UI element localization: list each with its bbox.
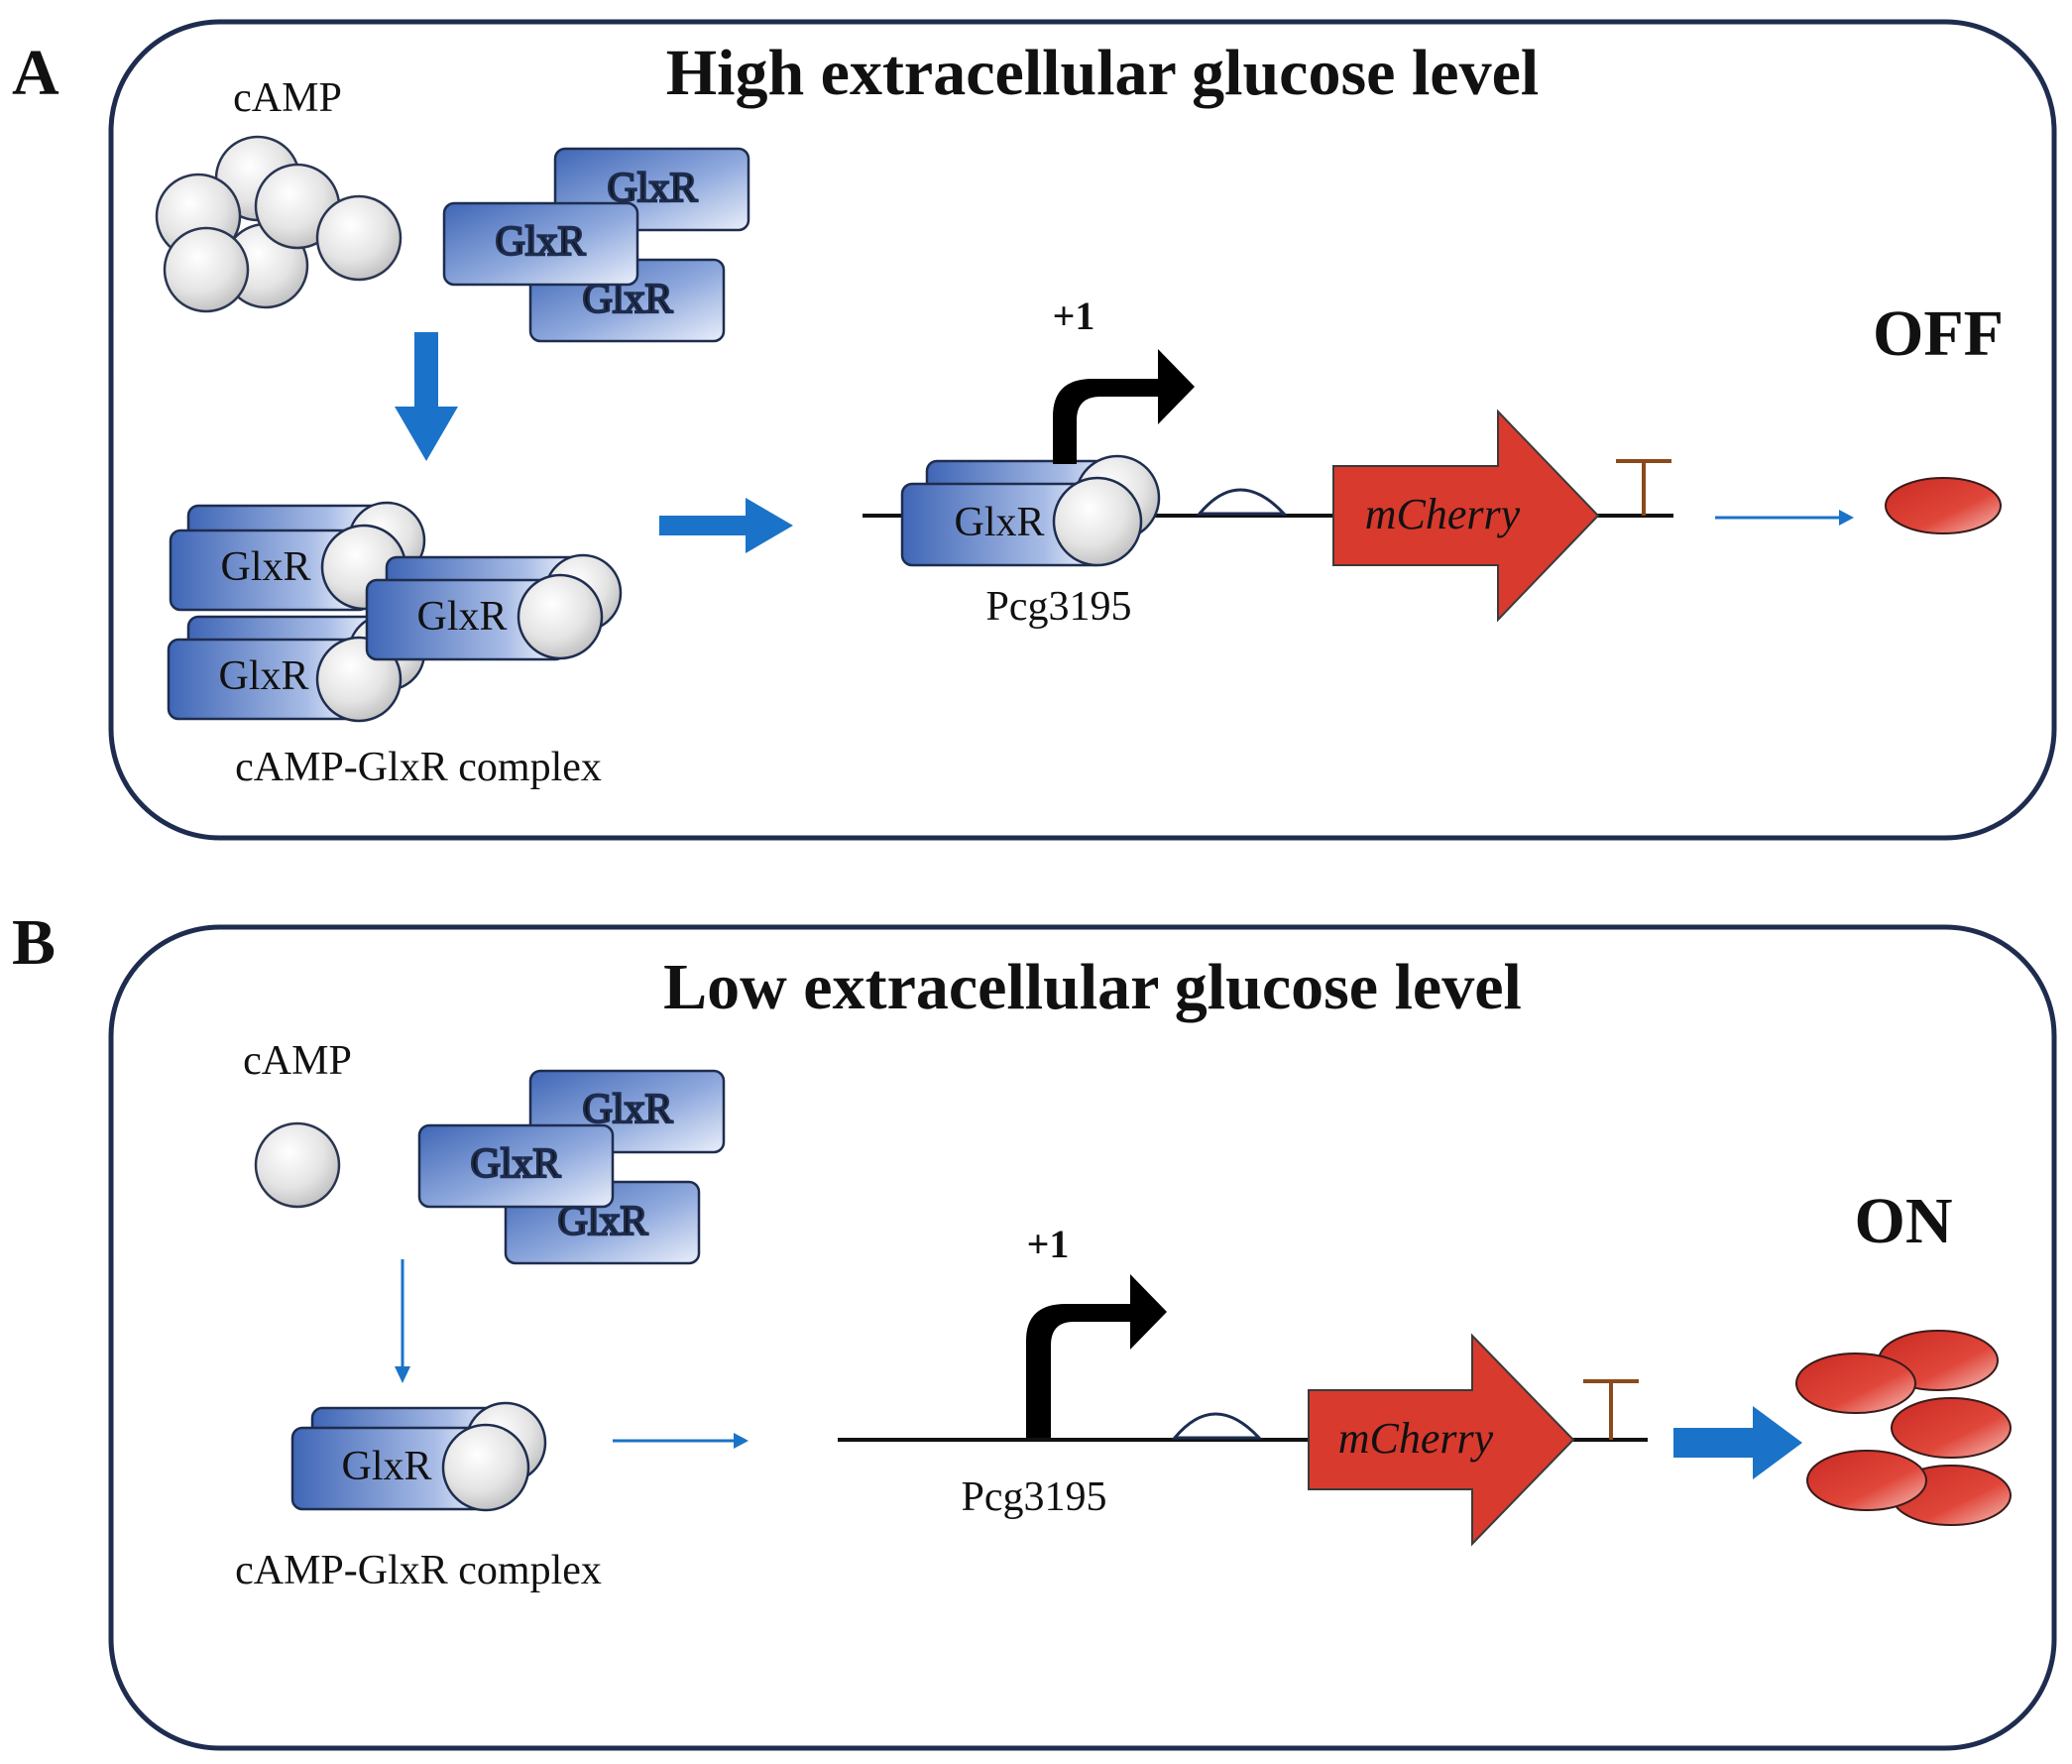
right-arrow-head xyxy=(734,1433,748,1449)
terminator-icon xyxy=(1616,459,1671,516)
camp-molecule xyxy=(254,1121,341,1209)
bound-glxr-label: GlxR xyxy=(954,500,1044,545)
panel-a-letter: A xyxy=(12,37,59,109)
rbs-icon xyxy=(1171,1412,1263,1440)
bound-complex: GlxR xyxy=(900,454,1161,567)
mcherry-protein xyxy=(1806,1450,1927,1511)
output-arrow xyxy=(1673,1406,1802,1479)
mcherry-protein xyxy=(1891,1397,2012,1459)
complex-label: GlxR xyxy=(341,1444,431,1489)
tss-arrow xyxy=(1026,1274,1167,1438)
camp-label: cAMP xyxy=(243,1038,352,1084)
complex-group: GlxR xyxy=(290,1401,547,1512)
glxr-protein xyxy=(417,1123,615,1209)
glxr-protein xyxy=(442,201,639,287)
camp-molecule xyxy=(517,573,604,660)
camp-label: cAMP xyxy=(233,75,342,121)
glxr-stack: GlxR GlxR GlxR xyxy=(417,1069,726,1265)
camp-molecule xyxy=(163,226,250,313)
state-label: OFF xyxy=(1873,297,2004,370)
tss-label: +1 xyxy=(1027,1222,1070,1266)
down-arrow xyxy=(395,332,458,461)
mcherry-gene xyxy=(1308,1333,1575,1547)
output-arrow-head xyxy=(1839,510,1854,526)
mcherry-protein-cluster xyxy=(1795,1330,2012,1526)
right-arrow xyxy=(659,498,793,553)
panel-a: A High extracellular glucose level cAMP … xyxy=(12,19,2057,841)
rbs-icon xyxy=(1196,488,1288,516)
panel-b-letter: B xyxy=(12,906,56,979)
mcherry-protein xyxy=(1885,477,2002,534)
panel-b: B Low extracellular glucose level cAMP G… xyxy=(12,906,2057,1751)
down-arrow-head xyxy=(395,1366,410,1383)
camp-cluster xyxy=(155,135,403,313)
gene-label: mCherry xyxy=(1338,1414,1494,1463)
tss-label: +1 xyxy=(1053,294,1095,338)
complex-caption: cAMP-GlxR complex xyxy=(235,745,602,790)
gene-label: mCherry xyxy=(1365,490,1521,538)
glxr-stack: GlxR GlxR GlxR xyxy=(442,147,750,343)
panel-a-title: High extracellular glucose level xyxy=(666,37,1539,109)
terminator-icon xyxy=(1583,1379,1639,1440)
glxr-label: GlxR xyxy=(470,1141,560,1187)
complex-label: GlxR xyxy=(218,653,308,699)
panel-b-frame xyxy=(108,924,2057,1751)
complex-caption: cAMP-GlxR complex xyxy=(235,1548,602,1593)
complex-group: GlxR GlxR GlxR xyxy=(167,501,623,723)
camp-molecule xyxy=(315,194,403,282)
complex-label: GlxR xyxy=(220,544,310,590)
camp-molecule xyxy=(441,1423,530,1512)
mcherry-protein xyxy=(1795,1352,1916,1414)
panel-a-frame xyxy=(108,19,2057,841)
promoter-label: Pcg3195 xyxy=(962,1474,1107,1520)
camp-molecule xyxy=(1052,476,1143,567)
complex-label: GlxR xyxy=(416,594,507,640)
mcherry-gene xyxy=(1332,409,1600,623)
state-label: ON xyxy=(1855,1185,1953,1257)
promoter-label: Pcg3195 xyxy=(986,584,1132,630)
glxr-label: GlxR xyxy=(495,219,585,265)
tss-arrow xyxy=(1053,349,1195,464)
panel-b-title: Low extracellular glucose level xyxy=(663,951,1522,1023)
